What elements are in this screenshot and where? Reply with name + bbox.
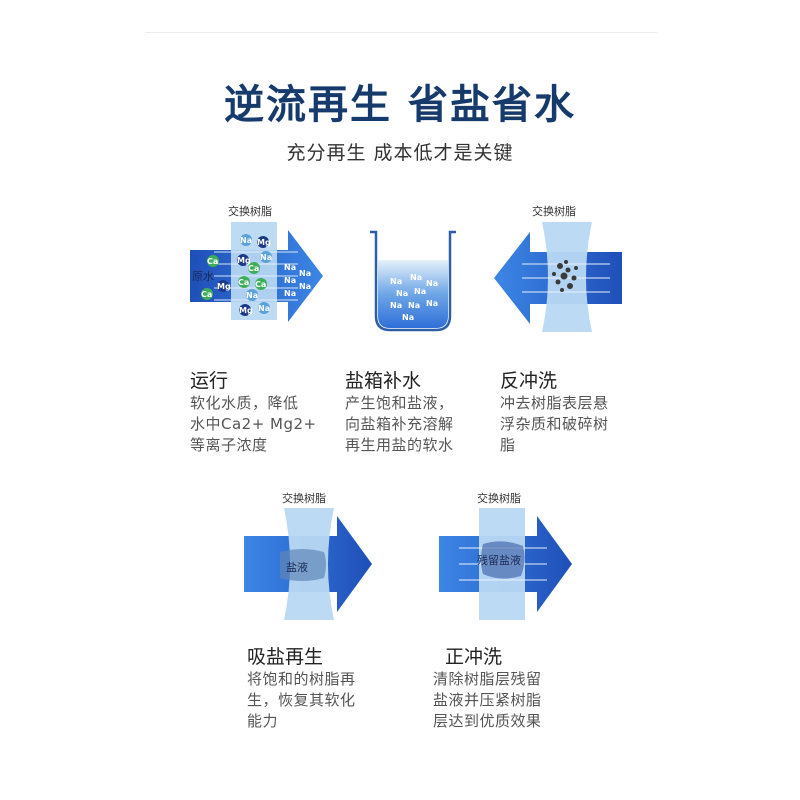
figure-backwash: 交换树脂 (492, 200, 627, 335)
page-subtitle: 充分再生 成本低才是关键 (286, 142, 514, 164)
ion-ca: Ca (255, 278, 267, 290)
svg-text:Na: Na (260, 253, 272, 262)
svg-text:Na: Na (246, 291, 258, 300)
ion-na: Na (246, 289, 258, 301)
ion-na: Na (426, 299, 438, 308)
ion-na: Na (410, 273, 422, 282)
raw-water-label: 原水 (192, 270, 214, 283)
ion-na: Na (390, 277, 402, 286)
ion-mg: Mg (217, 280, 231, 292)
ion-mg: Mg (237, 254, 251, 266)
ion-na: Na (258, 302, 270, 314)
ion-na-out: Na (299, 282, 311, 291)
step-desc-backwash: 冲去树脂表层悬 浮杂质和破碎树 脂 (500, 394, 609, 454)
ion-na: Na (396, 289, 408, 298)
ion-na: Na (390, 301, 402, 310)
tank-outline (370, 230, 456, 332)
ion-na: Na (260, 251, 272, 263)
figure-fast-rinse: 交换树脂 残留盐液 (437, 488, 577, 623)
residual-brine-label: 残留盐液 (477, 553, 521, 567)
residual-brine-blob (481, 541, 525, 579)
brine-label: 盐液 (286, 560, 308, 574)
step-desc-fast-rinse: 清除树脂层残留 盐液并压紧树脂 层达到优质效果 (433, 670, 542, 730)
svg-text:Mg: Mg (239, 306, 253, 315)
step-title-backwash: 反冲洗 (500, 370, 558, 392)
top-divider (145, 32, 657, 33)
ion-na-out: Na (284, 289, 296, 298)
svg-text:Na: Na (240, 236, 252, 245)
svg-text:Na: Na (258, 304, 270, 313)
svg-text:Ca: Ca (207, 257, 218, 266)
ion-na-out: Na (284, 263, 296, 272)
ion-na: Na (240, 234, 252, 246)
step-title-fast-rinse: 正冲洗 (445, 646, 503, 668)
resin-label: 交换树脂 (477, 491, 521, 505)
brine-blob (280, 549, 326, 581)
step-desc-service: 软化水质，降低 水中Ca2+ Mg2+ 等离子浓度 (190, 394, 317, 454)
step-desc-brine-refill: 产生饱和盐液， 向盐箱补充溶解 再生用盐的软水 (345, 394, 454, 454)
ion-mg: Mg (239, 304, 253, 316)
ion-na-out: Na (284, 276, 296, 285)
svg-text:Mg: Mg (237, 256, 251, 265)
ion-na: Na (426, 279, 438, 288)
ion-na: Na (414, 287, 426, 296)
ion-na: Na (402, 313, 414, 322)
resin-label: 交换树脂 (532, 204, 576, 218)
tank-water (378, 260, 448, 328)
step-title-regeneration: 吸盐再生 (247, 646, 324, 668)
ion-ca: Ca (201, 288, 213, 300)
figure-brine-regeneration: 交换树脂 盐液 (242, 488, 377, 623)
impurity-particles (552, 260, 578, 292)
step-title-service: 运行 (190, 370, 229, 392)
svg-text:Mg: Mg (257, 238, 271, 247)
ion-na-out: Na (299, 269, 311, 278)
svg-text:Ca: Ca (248, 264, 259, 273)
svg-text:Ca: Ca (255, 280, 266, 289)
ion-ca: Ca (248, 262, 260, 274)
ion-na: Na (408, 301, 420, 310)
resin-label: 交换树脂 (282, 491, 326, 505)
figure-service: 交换树脂 原水 Na Mg Ca Mg Ca Na Ca Ca Mg Ca Na… (188, 200, 328, 330)
page-title: 逆流再生 省盐省水 (224, 82, 576, 128)
step-title-brine-refill: 盐箱补水 (345, 370, 422, 392)
step-desc-regeneration: 将饱和的树脂再 生，恢复其软化 能力 (247, 670, 356, 730)
svg-text:Ca: Ca (238, 278, 249, 287)
ion-ca: Ca (238, 276, 250, 288)
svg-text:Mg: Mg (217, 282, 231, 291)
figure-brine-tank: Na Na Na Na Na Na Na Na Na (368, 228, 458, 333)
svg-text:Ca: Ca (201, 290, 212, 299)
ion-mg: Mg (257, 236, 271, 248)
ion-ca: Ca (207, 255, 219, 267)
resin-label: 交换树脂 (228, 204, 272, 218)
